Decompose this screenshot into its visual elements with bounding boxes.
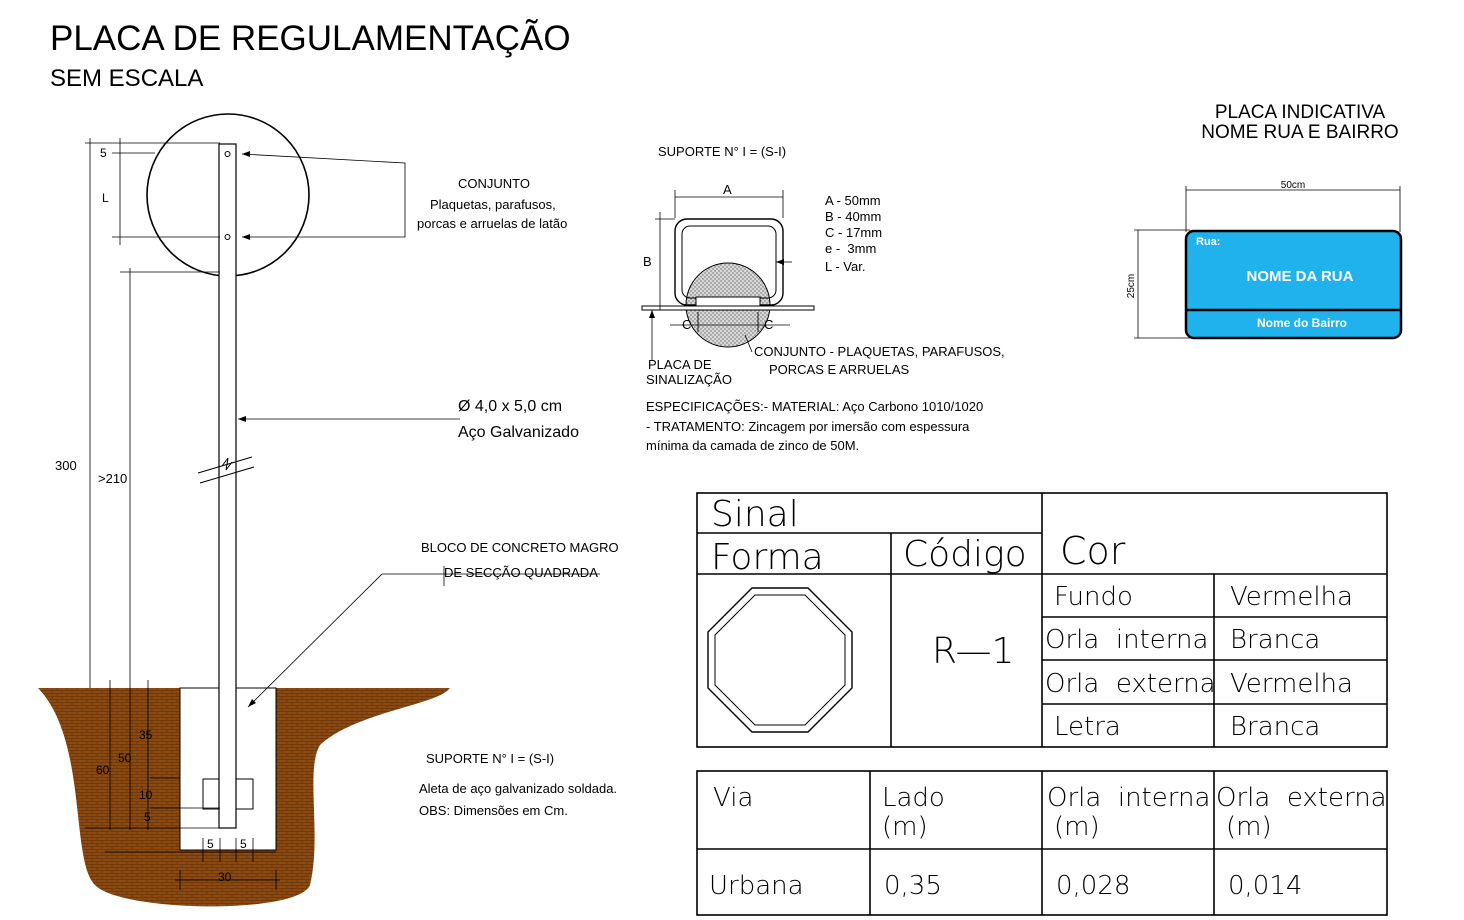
dim-35: 35 (139, 728, 153, 742)
orla-interna-value: 0,028 (1056, 871, 1130, 901)
dim-210: >210 (98, 471, 127, 486)
spec-text-line2: - TRATAMENTO: Zincagem por imersão com e… (646, 419, 970, 434)
dim-50: 50 (118, 751, 132, 765)
street-name: NOME DA RUA (1247, 268, 1354, 285)
codigo-header: Código (903, 534, 1027, 575)
tube-spec-line1: Ø 4,0 x 5,0 cm (458, 398, 562, 415)
spec-C: C - 17mm (825, 225, 882, 240)
street-sign-drawing: PLACA INDICATIVA NOME RUA E BAIRRO 50cm … (1126, 102, 1403, 340)
orla-externa-value: 0,014 (1228, 871, 1302, 901)
color-row-fundo-name: Fundo (1054, 582, 1133, 612)
sign-table: Sinal Forma Código Cor R—1 Fundo Vermelh… (696, 492, 1388, 748)
support-detail-drawing: SUPORTE N° I = (S-I) A B C C A - 50mm B … (641, 144, 1005, 453)
label-B: B (643, 254, 652, 269)
cor-header: Cor (1060, 529, 1126, 573)
color-row-letra-name: Letra (1054, 712, 1121, 742)
conjunto-line2: porcas e arruelas de latão (417, 216, 567, 231)
placa-label-line1: PLACA DE (648, 357, 712, 372)
support-note1: Aleta de aço galvanizado soldada. (419, 781, 617, 796)
octagon-inner (714, 594, 846, 726)
rua-label: Rua: (1196, 236, 1220, 248)
via-header: Via (713, 783, 753, 813)
conjunto-label: CONJUNTO (458, 176, 530, 191)
color-row-fundo-value: Vermelha (1230, 582, 1353, 612)
spec-text-line1: ESPECIFICAÇÕES:- MATERIAL: Aço Carbono 1… (646, 399, 983, 414)
label-A: A (723, 182, 732, 197)
via-table: Via Lado (m) Orla interna (m) Orla exter… (696, 770, 1388, 916)
bolt-top (224, 151, 231, 157)
dim-300: 300 (55, 458, 77, 473)
plate-line (641, 305, 815, 311)
dim-5-top: 5 (100, 146, 107, 160)
post-tube (218, 143, 237, 829)
orla-externa-header: Orla externa (1216, 783, 1387, 813)
spec-A: A - 50mm (825, 193, 881, 208)
lado-header: Lado (882, 783, 945, 813)
bolt-bottom (224, 234, 231, 240)
block-label-line2: DE SECÇÃO QUADRADA (444, 565, 598, 580)
color-row-interna-name: Orla interna (1045, 625, 1208, 655)
detail-title: SUPORTE N° I = (S-I) (658, 144, 786, 159)
page-title: PLACA DE REGULAMENTAÇÃO (50, 19, 571, 58)
dim-5-right: 5 (240, 837, 247, 851)
orla-interna-header: Orla interna (1047, 783, 1210, 813)
bairro-name: Nome do Bairro (1257, 316, 1347, 330)
octagon-outer (707, 587, 853, 733)
dim-30: 30 (218, 870, 232, 884)
color-row-externa-name: Orla externa (1045, 669, 1216, 699)
height-label: 25cm (1126, 274, 1137, 298)
color-row-letra-value: Branca (1230, 712, 1320, 742)
spec-B: B - 40mm (825, 209, 881, 224)
dim-5-left: 5 (207, 837, 214, 851)
spec-text-line3: mínima da camada de zinco de 50M. (646, 438, 859, 453)
dim-L: L (102, 191, 109, 205)
conj-label-line1: CONJUNTO - PLAQUETAS, PARAFUSOS, (754, 344, 1005, 359)
dim-5-bottom: 5 (144, 810, 151, 824)
sinal-header: Sinal (711, 494, 799, 535)
label-C-left: C (682, 317, 691, 332)
code-value: R—1 (932, 631, 1014, 672)
post-elevation-drawing: 5 L 300 >210 35 50 60 10 5 5 5 30 CONJUN… (38, 113, 619, 907)
color-row-externa-value: Vermelha (1230, 669, 1353, 699)
dim-60: 60 (96, 763, 110, 777)
conj-label-line2: PORCAS E ARRUELAS (769, 362, 909, 377)
orla-interna-unit: (m) (1054, 812, 1100, 842)
spec-L: L - Var. (825, 259, 865, 274)
dim-10: 10 (139, 788, 153, 802)
via-value: Urbana (709, 871, 804, 901)
spec-e: e - 3mm (825, 241, 876, 256)
width-label: 50cm (1281, 180, 1305, 191)
support-note2: OBS: Dimensões em Cm. (419, 803, 568, 818)
lado-value: 0,35 (884, 871, 942, 901)
lado-unit: (m) (882, 812, 928, 842)
forma-header: Forma (711, 537, 824, 578)
color-row-interna-value: Branca (1230, 625, 1320, 655)
tube-spec-line2: Aço Galvanizado (458, 424, 579, 441)
orla-externa-unit: (m) (1226, 812, 1272, 842)
street-sign-title2: NOME RUA E BAIRRO (1201, 122, 1398, 143)
page-subtitle: SEM ESCALA (50, 65, 203, 92)
street-sign-title1: PLACA INDICATIVA (1215, 102, 1386, 123)
conjunto-line1: Plaquetas, parafusos, (430, 197, 556, 212)
label-C-right: C (764, 317, 773, 332)
block-label-line1: BLOCO DE CONCRETO MAGRO (421, 540, 619, 555)
support-label: SUPORTE N° I = (S-I) (426, 751, 554, 766)
placa-label-line2: SINALIZAÇÃO (646, 372, 732, 387)
